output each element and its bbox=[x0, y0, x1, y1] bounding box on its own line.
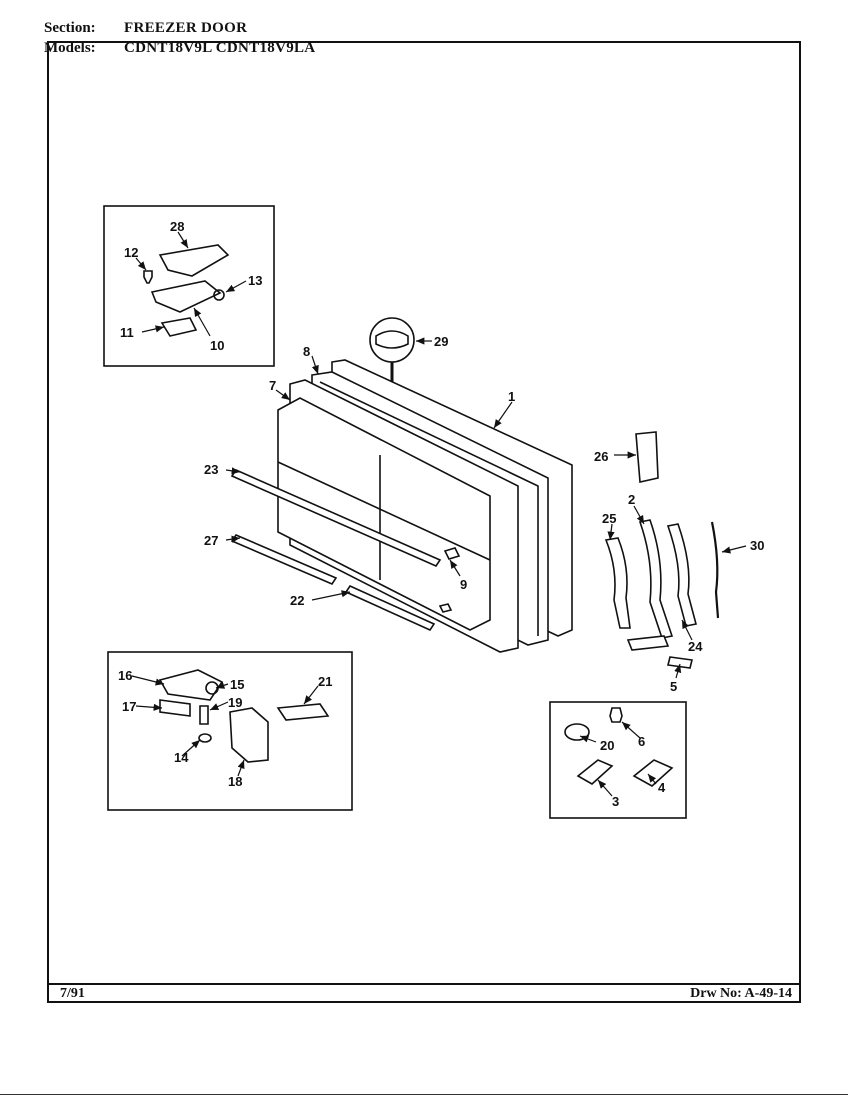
part-17-shim bbox=[159, 699, 191, 717]
callout-14: 14 bbox=[174, 750, 189, 765]
part-25-handle-strap bbox=[604, 537, 631, 629]
callout-19: 19 bbox=[228, 695, 242, 710]
part-13-washer bbox=[213, 289, 225, 301]
callout-4: 4 bbox=[658, 780, 666, 795]
callout-6: 6 bbox=[638, 734, 645, 749]
part-7-liner-face bbox=[277, 397, 491, 631]
part-16-bottom-hinge bbox=[158, 669, 224, 701]
callout-10: 10 bbox=[210, 338, 224, 353]
part-18-hinge-bracket bbox=[229, 707, 269, 763]
callout-30: 30 bbox=[750, 538, 764, 553]
section-heading: Section: FREEZER DOOR bbox=[44, 20, 247, 37]
callout-12: 12 bbox=[124, 245, 138, 260]
footer-divider bbox=[47, 983, 801, 985]
drawing-number: Drw No: A-49-14 bbox=[690, 986, 792, 1001]
callout-7: 7 bbox=[269, 378, 276, 393]
part-11-shim bbox=[160, 317, 198, 337]
part-2-handle-strap bbox=[638, 519, 674, 639]
callout-22: 22 bbox=[290, 593, 304, 608]
callout-17: 17 bbox=[122, 699, 136, 714]
part-24-handle-strap bbox=[666, 523, 697, 627]
diagram-frame bbox=[47, 41, 801, 1003]
inset-box-top-hinge bbox=[103, 205, 275, 367]
callout-1: 1 bbox=[508, 389, 515, 404]
callout-11: 11 bbox=[120, 325, 134, 340]
part-5-plate bbox=[667, 656, 693, 669]
part-6-screw bbox=[609, 707, 623, 723]
part-21-hinge-cover bbox=[276, 703, 330, 721]
inset-box-bottom-hinge bbox=[107, 651, 353, 811]
part-12-screw bbox=[143, 270, 153, 284]
callout-21: 21 bbox=[318, 674, 332, 689]
part-2-base-plate bbox=[626, 635, 670, 651]
part-22-bottom-rail bbox=[344, 584, 436, 632]
callout-13: 13 bbox=[248, 273, 262, 288]
callout-20: 20 bbox=[600, 738, 614, 753]
section-value: FREEZER DOOR bbox=[124, 20, 248, 36]
part-19-pin bbox=[199, 705, 209, 725]
part-4-clip bbox=[632, 759, 674, 787]
models-label: Models: bbox=[44, 40, 96, 56]
callout-23: 23 bbox=[204, 462, 218, 477]
part-9-clip-lower bbox=[438, 603, 453, 613]
callout-9: 9 bbox=[460, 577, 467, 592]
callout-2: 2 bbox=[628, 492, 635, 507]
callout-3: 3 bbox=[612, 794, 619, 809]
inset-box-accessories bbox=[549, 701, 687, 819]
part-30-wire bbox=[710, 521, 720, 619]
callout-18: 18 bbox=[228, 774, 242, 789]
models-value: CDNT18V9L CDNT18V9LA bbox=[124, 40, 316, 56]
callout-26: 26 bbox=[594, 449, 608, 464]
callout-8: 8 bbox=[303, 344, 310, 359]
part-3-clip bbox=[576, 759, 614, 785]
page-bottom-edge bbox=[0, 1094, 848, 1095]
models-heading: Models: CDNT18V9L CDNT18V9LA bbox=[44, 40, 315, 57]
callout-15: 15 bbox=[230, 677, 244, 692]
part-14-washer bbox=[198, 733, 212, 743]
callout-5: 5 bbox=[670, 679, 677, 694]
part-26-handle-bracket bbox=[635, 431, 659, 483]
callout-28: 28 bbox=[170, 219, 184, 234]
callout-24: 24 bbox=[688, 639, 703, 654]
callout-25: 25 bbox=[602, 511, 616, 526]
part-28-hinge-cover bbox=[158, 244, 230, 277]
callout-16: 16 bbox=[118, 668, 132, 683]
callout-29: 29 bbox=[434, 334, 448, 349]
date-code: 7/91 bbox=[60, 986, 85, 1001]
part-9-clip bbox=[443, 547, 461, 560]
section-label: Section: bbox=[44, 20, 96, 36]
part-10-hinge-plate bbox=[150, 280, 222, 313]
callout-27: 27 bbox=[204, 533, 218, 548]
